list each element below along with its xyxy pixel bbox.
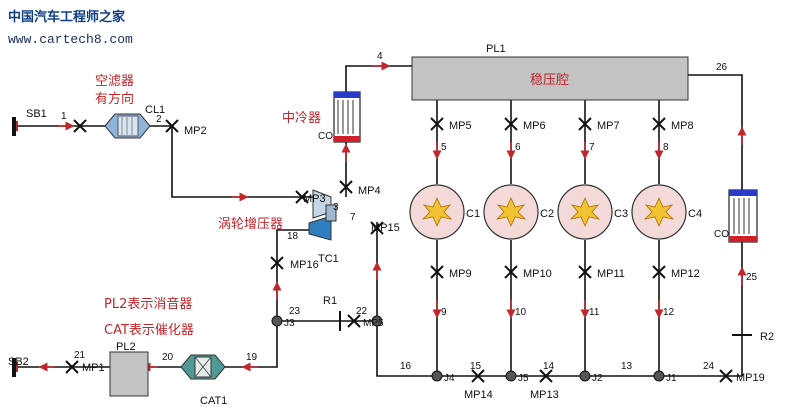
mp19-label: MP19 bbox=[736, 372, 765, 384]
pipe-number-23: 23 bbox=[289, 306, 301, 317]
mp4-label: MP4 bbox=[358, 185, 381, 197]
mp9-label: MP9 bbox=[449, 268, 472, 280]
watermark-url: www.cartech8.com bbox=[8, 32, 133, 47]
pipe-number-24: 24 bbox=[703, 361, 715, 372]
mp12-label: MP12 bbox=[671, 268, 700, 280]
sb2-label: SB2 bbox=[8, 356, 29, 368]
pipe-number-9: 9 bbox=[441, 307, 447, 318]
mp11-label: MP11 bbox=[597, 268, 625, 280]
cylinder-c1[interactable] bbox=[409, 184, 465, 240]
cylinder-c2[interactable] bbox=[483, 184, 539, 240]
pipe-number-12: 12 bbox=[663, 307, 675, 318]
pl1-label: PL1 bbox=[486, 43, 506, 55]
intercooler-note: 中冷器 bbox=[282, 111, 321, 126]
c4-label: C4 bbox=[688, 208, 702, 220]
junction-j3: J3 bbox=[284, 318, 295, 329]
muffler-pl2[interactable] bbox=[109, 351, 149, 397]
pipe-number-16: 16 bbox=[400, 361, 412, 372]
sb1-label: SB1 bbox=[26, 108, 47, 120]
air-filter-note-line2: 有方向 bbox=[95, 91, 134, 107]
boundary-sb2[interactable] bbox=[12, 358, 18, 377]
flow-arrows bbox=[38, 61, 747, 372]
mp10-label: MP10 bbox=[523, 268, 552, 280]
pipe-number-7: 7 bbox=[589, 142, 595, 153]
cylinder-c3[interactable] bbox=[557, 184, 613, 240]
turbocharger-tc1[interactable] bbox=[308, 189, 337, 241]
plenum-pl1[interactable] bbox=[411, 56, 689, 101]
co-right-label: CO bbox=[714, 229, 729, 240]
junctions bbox=[271, 315, 665, 382]
pipe-number-8: 8 bbox=[663, 142, 669, 153]
r1-label: R1 bbox=[323, 295, 337, 307]
mp6-label: MP6 bbox=[523, 120, 546, 132]
pipe-number-14: 14 bbox=[543, 361, 555, 372]
junction-j4: J4 bbox=[444, 373, 455, 384]
pipe-number-13: 13 bbox=[621, 361, 633, 372]
pipe-number-2: 2 bbox=[156, 114, 162, 125]
pipe-number-7b: 7 bbox=[350, 212, 356, 223]
cylinder-c4[interactable] bbox=[631, 184, 687, 240]
mp13-label: MP13 bbox=[530, 389, 559, 401]
r2-label: R2 bbox=[760, 331, 774, 343]
pipe-number-6: 6 bbox=[515, 142, 521, 153]
co-left-label: CO bbox=[318, 131, 333, 142]
mp5b-label: MP5 bbox=[363, 318, 384, 329]
mp15-label: MP15 bbox=[371, 222, 400, 234]
pl2-label: PL2 bbox=[116, 341, 136, 353]
cat-note: CAT表示催化器 bbox=[104, 323, 194, 338]
pipe-number-1: 1 bbox=[61, 111, 67, 122]
pipe-number-20: 20 bbox=[162, 352, 174, 363]
air-filter-note-line1: 空滤器 bbox=[95, 74, 134, 89]
mp16-label: MP16 bbox=[290, 259, 319, 271]
catalyst-cat1[interactable] bbox=[180, 354, 226, 380]
junction-j2: J2 bbox=[592, 373, 603, 384]
mp2-label: MP2 bbox=[184, 125, 207, 137]
pipe-number-22: 22 bbox=[356, 306, 368, 317]
c3-label: C3 bbox=[614, 208, 628, 220]
pipe-number-26: 26 bbox=[716, 62, 728, 73]
pl2-note: PL2表示消音器 bbox=[104, 296, 192, 312]
mp7-label: MP7 bbox=[597, 120, 620, 132]
monitor-markers bbox=[65, 117, 733, 383]
boundary-sb1[interactable] bbox=[12, 117, 18, 136]
pipe-number-15: 15 bbox=[470, 361, 482, 372]
junction-j1: J1 bbox=[666, 373, 677, 384]
turbocharger-note: 涡轮增压器 bbox=[218, 217, 283, 232]
pipe-number-18: 18 bbox=[287, 231, 299, 242]
c2-label: C2 bbox=[540, 208, 554, 220]
air-filter-cl1[interactable] bbox=[104, 113, 151, 139]
mp1-label: MP1 bbox=[82, 362, 105, 374]
junction-j5: J5 bbox=[518, 373, 529, 384]
pipe-number-19: 19 bbox=[246, 352, 258, 363]
pipe-number-3: 3 bbox=[333, 202, 339, 213]
pipe-number-21: 21 bbox=[74, 350, 86, 361]
mp3-label: MP3 bbox=[303, 193, 326, 205]
tc1-label: TC1 bbox=[318, 253, 339, 265]
pipe-numbers: 1 2 3 4 5 6 7 8 9 10 11 12 13 14 15 16 1… bbox=[61, 51, 758, 372]
mp14-label: MP14 bbox=[464, 389, 493, 401]
pipe-number-25: 25 bbox=[746, 272, 758, 283]
cat1-label: CAT1 bbox=[200, 395, 227, 407]
watermark-site-name: 中国汽车工程师之家 bbox=[8, 9, 126, 25]
pipe-number-10: 10 bbox=[515, 307, 527, 318]
pipe-number-4: 4 bbox=[377, 51, 383, 62]
c1-label: C1 bbox=[466, 208, 480, 220]
intercooler-left[interactable] bbox=[333, 91, 361, 143]
mp5-label: MP5 bbox=[449, 120, 472, 132]
plenum-note: 稳压腔 bbox=[530, 72, 569, 88]
intercooler-right[interactable] bbox=[728, 189, 758, 243]
cl1-label: CL1 bbox=[145, 104, 165, 116]
pipe-number-5: 5 bbox=[441, 142, 447, 153]
pipe-number-11: 11 bbox=[589, 307, 600, 318]
mp8-label: MP8 bbox=[671, 120, 694, 132]
